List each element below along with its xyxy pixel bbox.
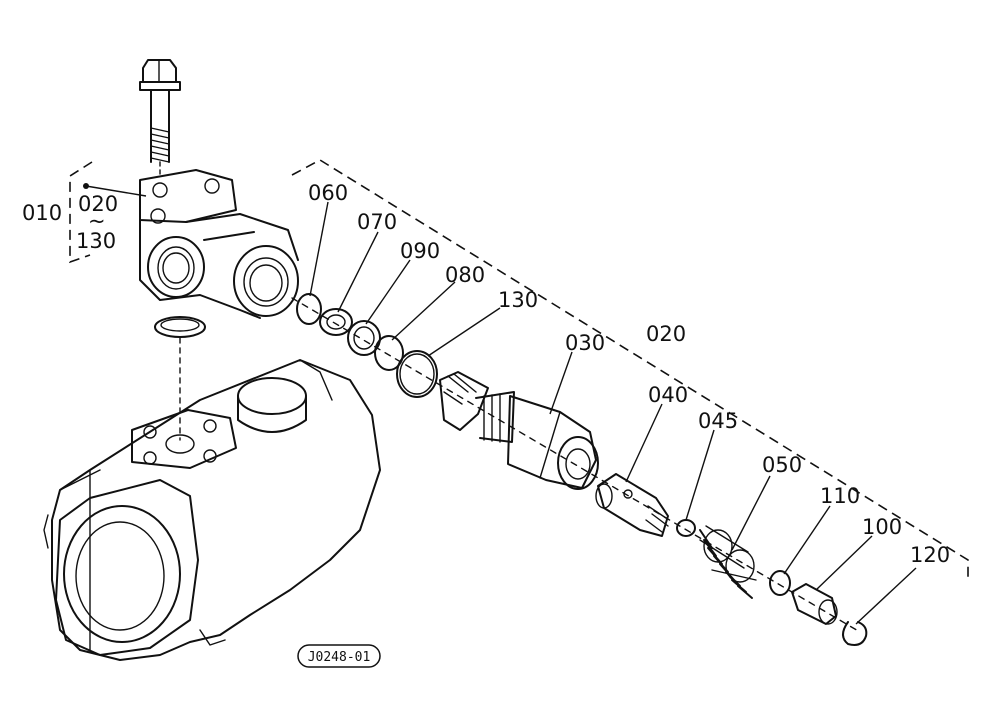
cartridge-030 bbox=[439, 371, 599, 490]
callout-090: 090 bbox=[400, 239, 440, 263]
bolt bbox=[139, 59, 181, 179]
o-ring-110 bbox=[769, 570, 791, 596]
callout-070: 070 bbox=[357, 210, 397, 234]
leader-lines bbox=[309, 201, 917, 625]
callout-110: 110 bbox=[820, 484, 860, 508]
callout-range-tilde: ~ bbox=[88, 209, 106, 233]
group-bracket-020 bbox=[291, 159, 969, 578]
backup-ring-070 bbox=[319, 308, 353, 336]
callout-130: 130 bbox=[498, 288, 538, 312]
pump-housing bbox=[43, 359, 381, 661]
callout-100: 100 bbox=[862, 515, 902, 539]
o-ring-flange bbox=[154, 316, 206, 338]
spring-050 bbox=[699, 525, 757, 599]
spool-040 bbox=[595, 473, 669, 537]
leader-010 bbox=[85, 185, 147, 197]
callout-020: 020 bbox=[646, 322, 686, 346]
backup-ring-090 bbox=[347, 320, 381, 356]
callout-060: 060 bbox=[308, 181, 348, 205]
callout-045: 045 bbox=[698, 409, 738, 433]
group-bracket-010 bbox=[69, 161, 93, 264]
callout-040: 040 bbox=[648, 383, 688, 407]
drawing-code: J0248-01 bbox=[308, 650, 371, 665]
callout-130-range: 130 bbox=[76, 229, 116, 253]
plug-100 bbox=[791, 583, 838, 625]
valve-body bbox=[139, 169, 299, 319]
callout-030: 030 bbox=[565, 331, 605, 355]
drawing-code-badge: J0248-01 bbox=[297, 644, 381, 668]
callout-080: 080 bbox=[445, 263, 485, 287]
o-ring-060 bbox=[296, 293, 322, 325]
o-ring-080 bbox=[374, 335, 404, 371]
cartridge-axis bbox=[291, 297, 861, 633]
o-ring-130 bbox=[396, 350, 438, 398]
snap-ring-120 bbox=[842, 621, 868, 646]
callout-120: 120 bbox=[910, 543, 950, 567]
callout-020-range: 020 bbox=[78, 192, 118, 216]
callout-050: 050 bbox=[762, 453, 802, 477]
ball-045 bbox=[676, 519, 696, 537]
callout-010: 010 bbox=[22, 201, 62, 225]
